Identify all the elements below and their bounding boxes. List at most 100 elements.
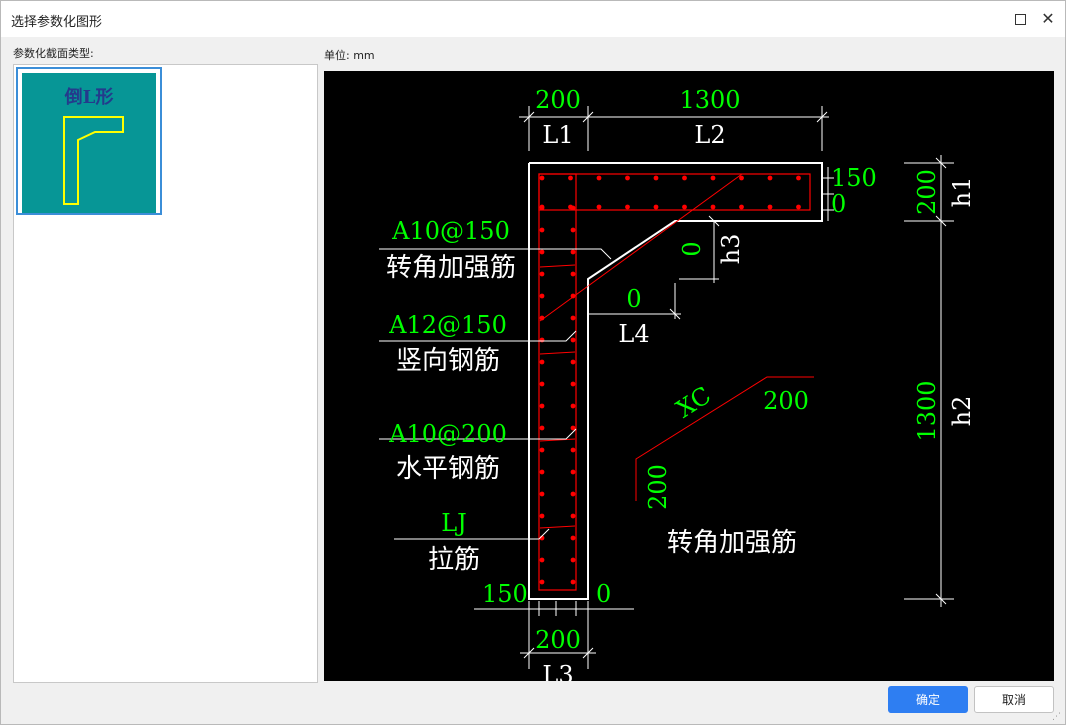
corner-bar-tag: XC (671, 381, 716, 424)
web-stirrup (538, 173, 577, 591)
dim-L4-value: 0 (626, 285, 641, 313)
rebar-dot (570, 381, 576, 387)
rebar-dot (539, 359, 545, 365)
cancel-button[interactable]: 取消 (974, 686, 1054, 713)
thumbnail-label: 倒L形 (64, 87, 114, 108)
rebar-dot (539, 315, 545, 321)
right-dimension-lines (904, 155, 954, 607)
tie-bars (539, 264, 576, 529)
rebar-dot (570, 337, 576, 343)
dim-bottom-right: 0 (596, 580, 611, 608)
rebar-dot (570, 557, 576, 563)
rebar-dot (539, 175, 545, 181)
rebar-dot (710, 204, 716, 210)
rebar-dot (539, 447, 545, 453)
rebar-dot (539, 249, 545, 255)
ok-button[interactable]: 确定 (888, 686, 968, 713)
corner-bar-len2: 200 (644, 464, 672, 510)
dim-h3-value: 0 (678, 241, 706, 256)
callout-horz-name: 水平钢筋 (396, 454, 500, 484)
rebar-dot (596, 204, 602, 210)
bottom-dimension-lines (474, 601, 634, 669)
rebar-dot (570, 205, 576, 211)
rebar-dot (596, 175, 602, 181)
section-drawing: 200 L1 1300 L2 150 0 (379, 86, 976, 681)
dim-L1-label: L1 (542, 121, 573, 149)
corner-bar-caption: 转角加强筋 (667, 528, 797, 558)
rebar-dot (682, 175, 687, 181)
section-type-item-inverted-l[interactable]: 倒L形 (16, 67, 162, 215)
rebar-dot (739, 204, 744, 210)
dim-L3-value: 200 (535, 626, 581, 654)
rebar-dot (625, 175, 630, 181)
callout-leaders (379, 248, 612, 540)
corner-bar-detail-line (635, 376, 814, 501)
rebar-dot (767, 175, 773, 181)
section-type-list: 倒L形 (13, 64, 318, 683)
rebar-dot (568, 175, 573, 181)
rebar-dot (539, 403, 545, 409)
callout-corner-name: 转角加强筋 (386, 253, 516, 283)
corner-bar-len1: 200 (763, 387, 809, 415)
rebar-dot (570, 469, 576, 475)
rebar-dot (539, 227, 545, 233)
callout-vert-name: 竖向钢筋 (396, 346, 500, 376)
close-button[interactable]: ✕ (1035, 7, 1061, 31)
dim-top-cover: 150 (831, 164, 877, 192)
dim-h2-label: h2 (948, 396, 976, 427)
rebar-dot (570, 249, 576, 255)
drawing-canvas: 200 L1 1300 L2 150 0 (324, 71, 1054, 681)
rebar-dot (710, 175, 716, 181)
dim-L4-label: L4 (618, 320, 649, 348)
rebar-dot (796, 204, 801, 210)
top-dimension-lines (519, 106, 829, 151)
unit-label: 单位: mm (324, 49, 375, 62)
rebar-dot (739, 175, 744, 181)
dim-h2-value: 1300 (913, 380, 941, 441)
rebar-dot (570, 491, 576, 497)
resize-grip-icon[interactable]: ⋰ (1052, 712, 1061, 722)
rebar-dot (539, 205, 545, 211)
close-icon: ✕ (1041, 9, 1055, 28)
inverted-l-shape-icon (63, 116, 124, 205)
dim-bottom-left: 150 (482, 580, 528, 608)
rebar-dot (570, 425, 576, 431)
rebar-dot (570, 447, 576, 453)
rebar-dot (539, 469, 545, 475)
maximize-button[interactable] (1007, 7, 1033, 31)
rebar-dot (539, 557, 545, 563)
rebar-dot (570, 535, 576, 541)
flange-cover-ticks (822, 167, 834, 221)
section-outline (528, 162, 823, 600)
rebar-dot (539, 337, 545, 343)
callout-horz-code: A10@200 (388, 420, 507, 448)
rebar-dot (653, 204, 659, 210)
rebar-dot (539, 579, 545, 585)
callout-corner-code: A10@150 (391, 217, 510, 245)
dim-h1-value: 200 (913, 169, 941, 215)
rebar-dot (539, 293, 545, 299)
dim-h3-label: h3 (717, 234, 745, 265)
rebar-dot (570, 271, 576, 277)
rebar-dot (570, 227, 576, 233)
dim-L2-value: 1300 (679, 86, 740, 114)
rebar-dot (539, 425, 545, 431)
dim-h1-label: h1 (948, 177, 976, 208)
rebar-dot (539, 491, 545, 497)
inverted-l-thumbnail: 倒L形 (22, 73, 156, 213)
rebar-dot (682, 204, 687, 210)
rebar-dot (570, 359, 576, 365)
dim-L1-value: 200 (535, 86, 581, 114)
rebar-dot (539, 513, 545, 519)
callout-vert-code: A12@150 (388, 311, 507, 339)
window-title: 选择参数化图形 (11, 15, 103, 30)
rebar-dot (570, 579, 576, 585)
dim-L2-label: L2 (694, 121, 725, 149)
section-type-label: 参数化截面类型: (13, 47, 94, 60)
rebar-dot (539, 381, 545, 387)
rebar-dot (570, 315, 576, 321)
rebar-dot (570, 513, 576, 519)
rebar-dot (570, 403, 576, 409)
title-bar: 选择参数化图形 ✕ (1, 1, 1065, 37)
rebar-dot (653, 175, 659, 181)
